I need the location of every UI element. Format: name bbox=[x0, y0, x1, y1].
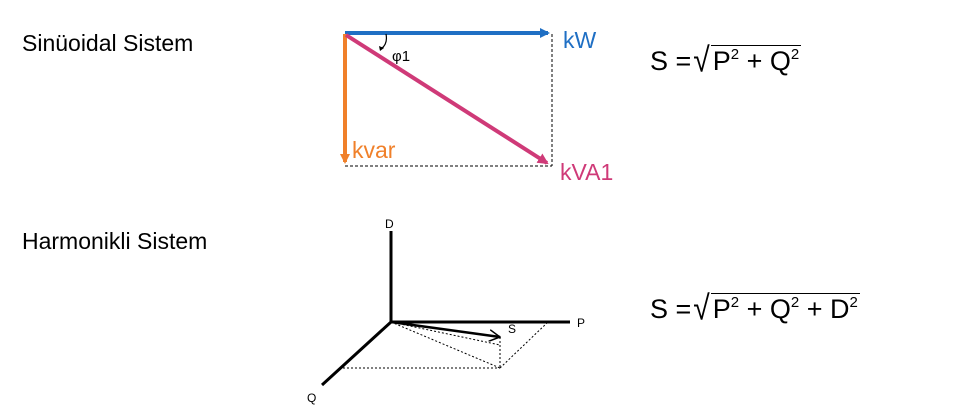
apparent-power-formula-harmonic: S =√P2 + Q2 + D2 bbox=[650, 289, 860, 328]
q-axis bbox=[320, 320, 393, 387]
formula-radicand: P2 + Q2 bbox=[710, 45, 802, 76]
s-vector bbox=[390, 320, 500, 337]
kva-vector bbox=[344, 33, 549, 165]
kvar-label: kvar bbox=[352, 137, 396, 163]
exp-p: 2 bbox=[730, 294, 740, 311]
s-vector-label: S bbox=[508, 322, 516, 336]
term-q: + Q bbox=[739, 46, 791, 76]
sinusoidal-phasor-diagram: φ1 kW kvar kVA1 bbox=[340, 27, 613, 185]
p-axis-label: P bbox=[577, 316, 585, 330]
phi-angle-arc bbox=[380, 33, 388, 50]
term-q: + Q bbox=[739, 294, 791, 324]
term-d: + D bbox=[799, 294, 850, 324]
sinusoidal-system-title: Sinüoidal Sistem bbox=[22, 30, 194, 56]
term-p: P bbox=[712, 294, 731, 324]
diag-dashed-line-2 bbox=[390, 321, 501, 346]
formula-lhs: S = bbox=[650, 294, 692, 324]
phi-angle-label: φ1 bbox=[392, 48, 410, 65]
p-dashed-projection bbox=[499, 321, 549, 369]
exp-d: 2 bbox=[849, 294, 858, 311]
kw-label: kW bbox=[563, 27, 597, 53]
formula-radicand: P2 + Q2 + D2 bbox=[710, 293, 860, 324]
sqrt-icon: √ bbox=[693, 41, 710, 80]
term-p: P bbox=[712, 46, 731, 76]
exp-p: 2 bbox=[730, 46, 740, 63]
exp-q: 2 bbox=[790, 46, 800, 63]
kva-label: kVA1 bbox=[560, 159, 613, 185]
apparent-power-formula-sinusoidal: S =√P2 + Q2 bbox=[650, 41, 802, 80]
sqrt-icon: √ bbox=[693, 289, 710, 328]
d-axis-label: D bbox=[385, 217, 394, 231]
harmonic-3d-diagram: D P Q S bbox=[307, 217, 585, 405]
harmonic-system-title: Harmonikli Sistem bbox=[22, 228, 208, 254]
q-axis-label: Q bbox=[307, 391, 316, 405]
phi-angle-arrowhead bbox=[379, 46, 384, 51]
formula-lhs: S = bbox=[650, 46, 692, 76]
exp-q: 2 bbox=[790, 294, 800, 311]
